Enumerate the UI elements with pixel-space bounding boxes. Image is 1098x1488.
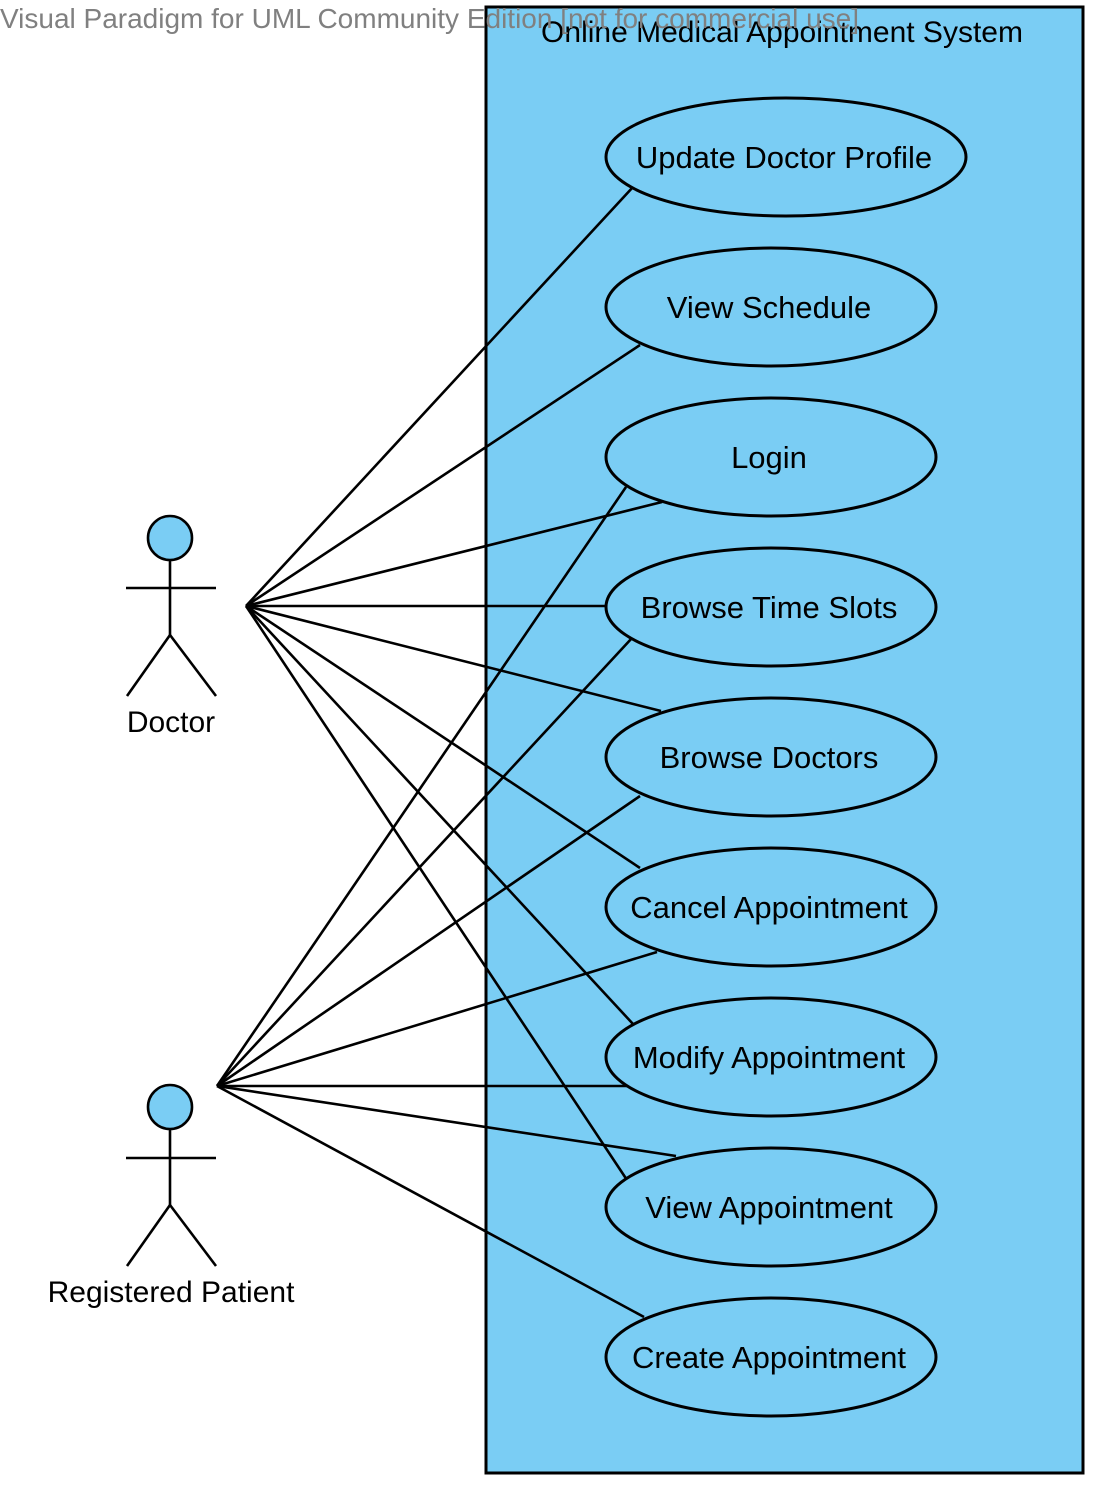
use-case-label: Modify Appointment [633,1040,906,1075]
use-case-label: Login [731,440,807,475]
system-title: Online Medical Appointment System [541,16,1023,49]
actor-head [146,514,194,562]
use-case-view-appointment[interactable]: View Appointment [604,1146,938,1268]
actor-right-leg [168,1204,218,1267]
use-case-ellipse [604,1296,938,1418]
use-case-modify-appointment[interactable]: Modify Appointment [604,996,938,1118]
actor-head [146,1083,194,1131]
association-line-doctor-login[interactable] [245,500,663,608]
association-line-doctor-modify-appointment[interactable] [245,605,634,1025]
use-case-label: Browse Doctors [660,740,879,775]
use-case-ellipse [604,696,938,818]
associations [215,186,677,1319]
association-line-doctor-view-schedule[interactable] [245,343,641,608]
use-case-label: Create Appointment [632,1340,906,1375]
use-case-cancel-appointment[interactable]: Cancel Appointment [604,846,938,968]
association-line-doctor-browse-doctors[interactable] [245,604,662,713]
actor-right-leg [168,634,218,697]
use-case-label: View Appointment [645,1190,893,1225]
association-line-patient-browse-time-slots[interactable] [216,637,633,1087]
actor-doctor[interactable]: Doctor [125,514,218,739]
actor-label: Doctor [127,706,215,739]
use-case-ellipse [604,546,938,668]
use-case-view-schedule[interactable]: View Schedule [604,246,938,368]
use-case-label: Update Doctor Profile [636,140,932,175]
use-case-browse-time-slots[interactable]: Browse Time Slots [604,546,938,668]
association-line-doctor-update-doctor-profile[interactable] [245,186,634,607]
actor-registered-patient[interactable]: Registered Patient [48,1083,295,1309]
use-case-create-appointment[interactable]: Create Appointment [604,1296,938,1418]
association-line-patient-create-appointment[interactable] [216,1084,645,1319]
association-line-doctor-cancel-appointment[interactable] [245,604,641,870]
association-line-patient-browse-doctors[interactable] [216,794,641,1088]
association-line-doctor-view-appointment[interactable] [244,605,629,1181]
use-case-label: View Schedule [667,290,872,325]
association-line-patient-cancel-appointment[interactable] [216,950,658,1088]
actor-left-leg [125,1204,172,1267]
use-case-ellipse [604,996,938,1118]
use-case-label: Cancel Appointment [630,890,908,925]
use-case-label: Browse Time Slots [641,590,898,625]
use-case-login[interactable]: Login [604,396,938,518]
use-case-browse-doctors[interactable]: Browse Doctors [604,696,938,818]
actor-left-leg [125,634,172,697]
association-line-patient-view-appointment[interactable] [216,1084,677,1158]
watermark-text: Visual Paradigm for UML Community Editio… [0,3,859,34]
use-case-ellipse [604,396,938,518]
association-line-patient-login[interactable] [215,486,628,1087]
actor-label: Registered Patient [48,1276,295,1309]
use-case-ellipse [604,846,938,968]
use-case-update-doctor-profile[interactable]: Update Doctor Profile [604,96,968,218]
use-case-ellipse [604,96,968,218]
use-case-ellipse [604,1146,938,1268]
use-case-ellipse [604,246,938,368]
